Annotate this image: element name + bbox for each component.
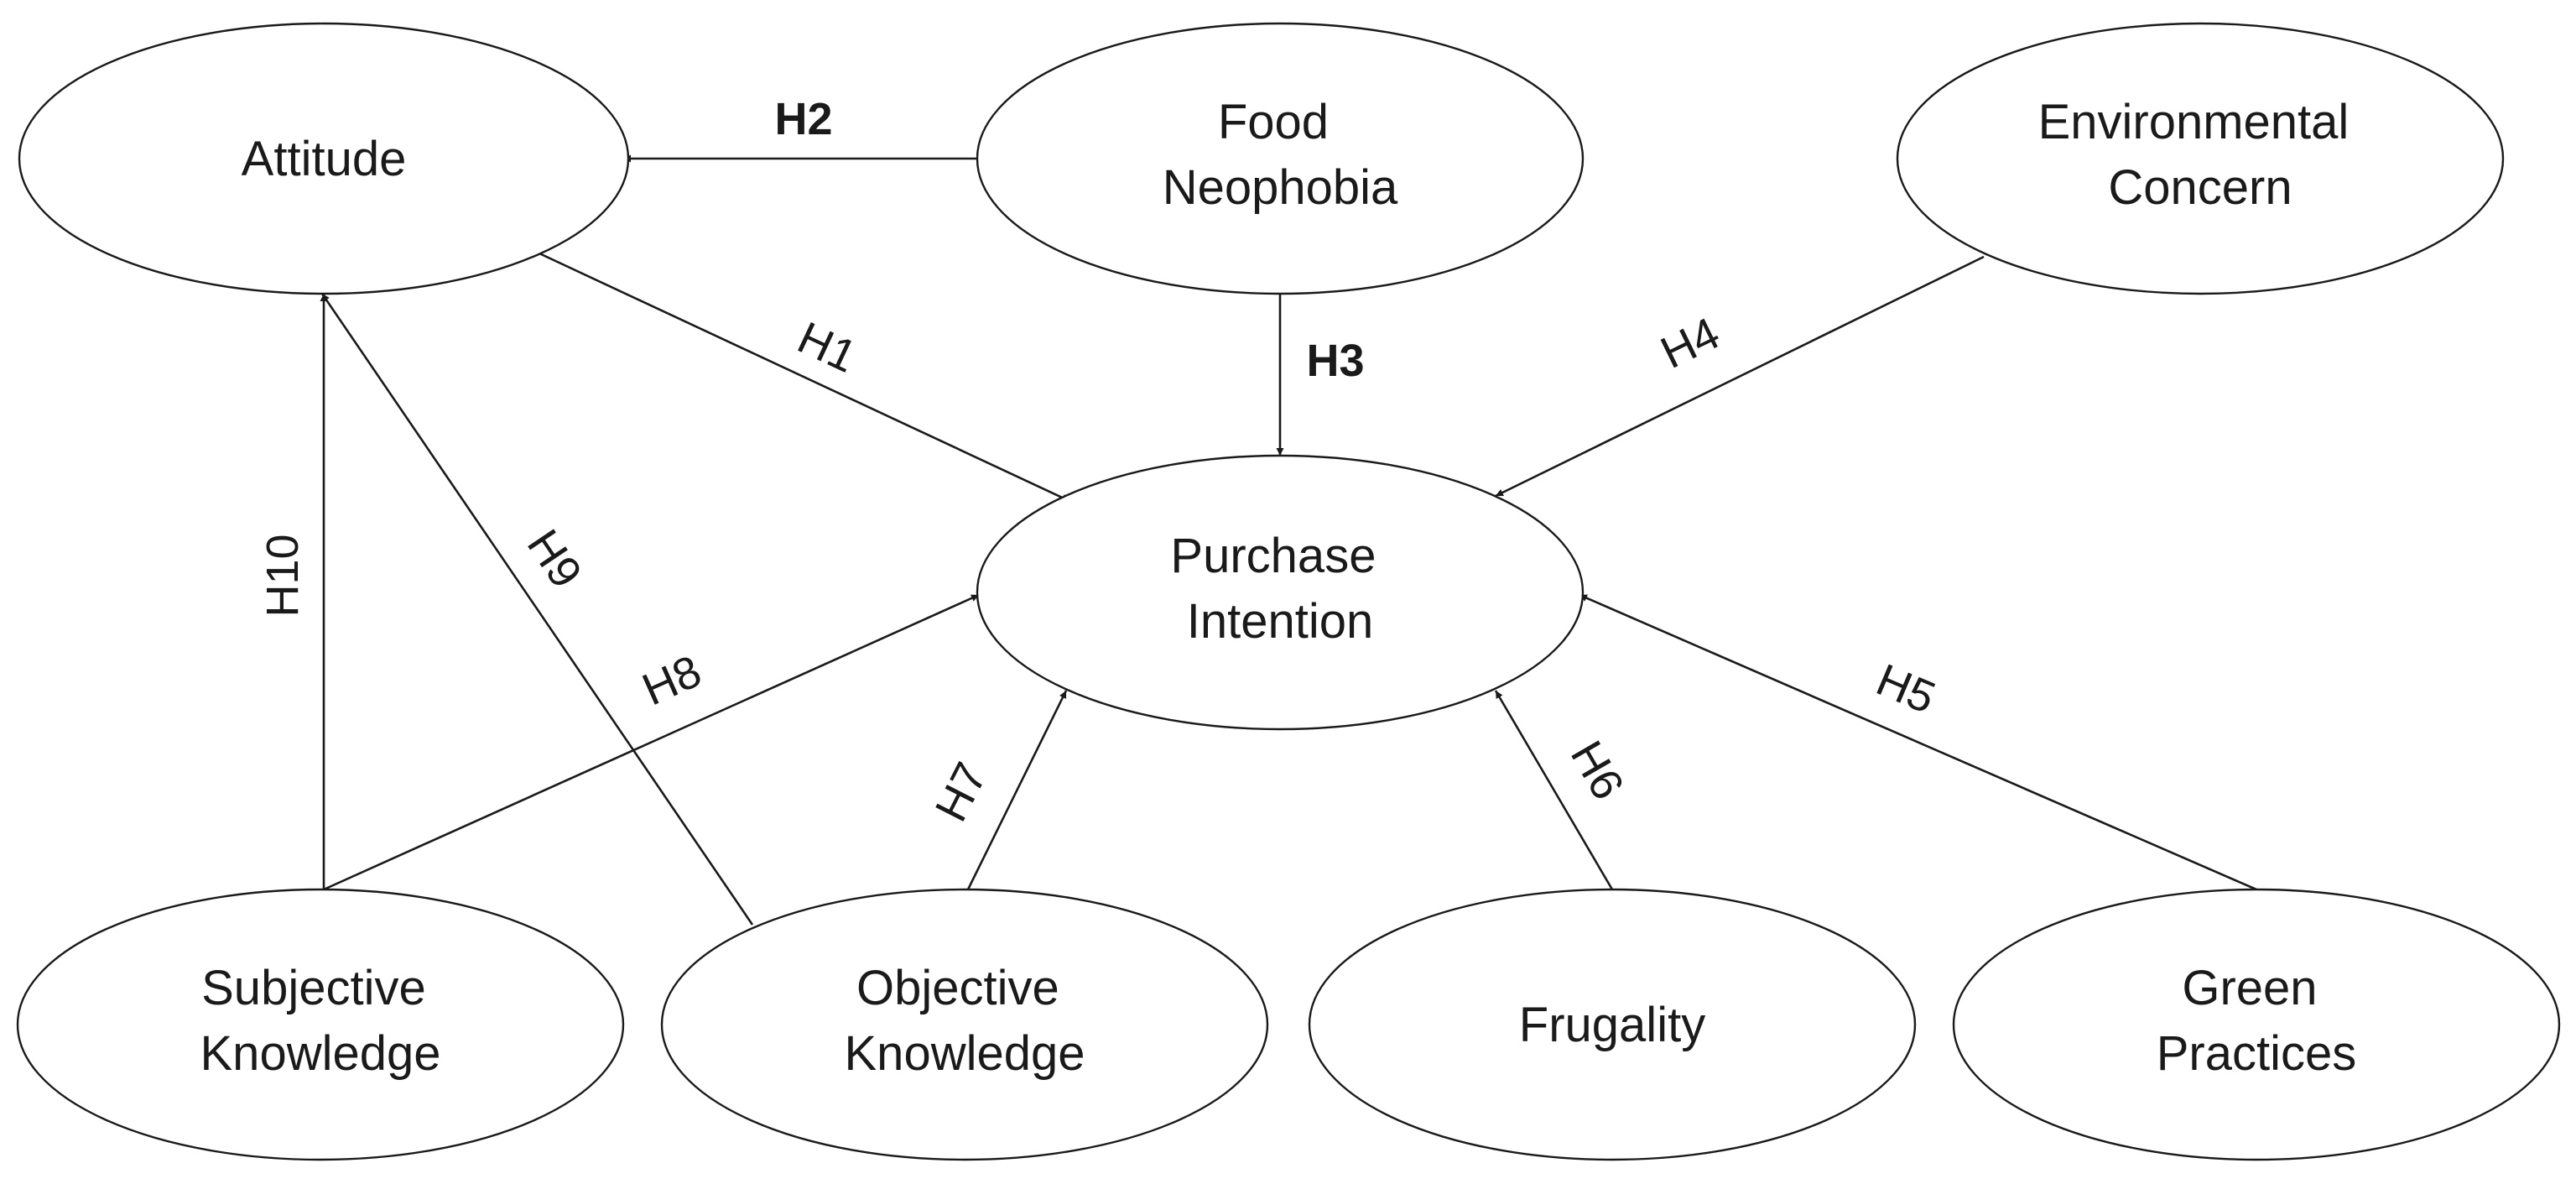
h2-label: H2 bbox=[774, 94, 832, 144]
objective-knowledge-ellipse bbox=[660, 888, 1269, 1161]
frugality-label: Frugality bbox=[1519, 998, 1705, 1052]
h6-label: H6 bbox=[1561, 733, 1633, 808]
h9-label: H9 bbox=[518, 521, 591, 597]
objective-knowledge-label: Objective Knowledge bbox=[845, 961, 1085, 1081]
h4-label: H4 bbox=[1653, 308, 1727, 378]
node-subjective-knowledge: Subjective Knowledge bbox=[16, 888, 625, 1161]
h7-arrow bbox=[966, 690, 1068, 890]
node-green-practices: Green Practices bbox=[1952, 888, 2561, 1161]
h10-label: H10 bbox=[258, 534, 308, 617]
h6-arrow bbox=[1494, 690, 1614, 890]
attitude-label: Attitude bbox=[242, 132, 407, 186]
food-neophobia-ellipse bbox=[976, 22, 1585, 295]
h1-label: H1 bbox=[790, 312, 864, 383]
h5-arrow bbox=[1579, 593, 2257, 891]
frugality-ellipse bbox=[1308, 888, 1917, 1161]
h9-arrow bbox=[320, 293, 754, 926]
h3-label: H3 bbox=[1306, 336, 1364, 386]
food-neophobia-label: Food Neophobia bbox=[1163, 95, 1398, 215]
edges bbox=[320, 154, 2257, 926]
purchase-intention-label: Purchase Intention bbox=[1170, 529, 1389, 649]
environmental-concern-ellipse bbox=[1896, 22, 2505, 295]
node-objective-knowledge: Objective Knowledge bbox=[660, 888, 1269, 1161]
subjective-knowledge-label: Subjective Knowledge bbox=[200, 961, 441, 1081]
environmental-concern-label: Environmental Concern bbox=[2038, 95, 2363, 215]
h7-label: H7 bbox=[926, 755, 997, 830]
green-practices-label: Green Practices bbox=[2157, 961, 2357, 1081]
h8-arrow bbox=[323, 593, 980, 891]
h4-arrow bbox=[1495, 255, 1985, 498]
h5-label: H5 bbox=[1870, 655, 1943, 723]
node-purchase-intention: Purchase Intention bbox=[976, 454, 1585, 731]
green-practices-ellipse bbox=[1952, 888, 2561, 1161]
attitude-ellipse bbox=[18, 22, 630, 295]
node-attitude: Attitude bbox=[18, 22, 630, 295]
h8-label: H8 bbox=[635, 646, 708, 716]
subjective-knowledge-ellipse bbox=[16, 888, 625, 1161]
purchase-intention-ellipse bbox=[976, 454, 1585, 731]
node-food-neophobia: Food Neophobia bbox=[976, 22, 1585, 295]
node-frugality: Frugality bbox=[1308, 888, 1917, 1161]
node-environmental-concern: Environmental Concern bbox=[1896, 22, 2505, 295]
h1-arrow bbox=[539, 252, 1070, 503]
